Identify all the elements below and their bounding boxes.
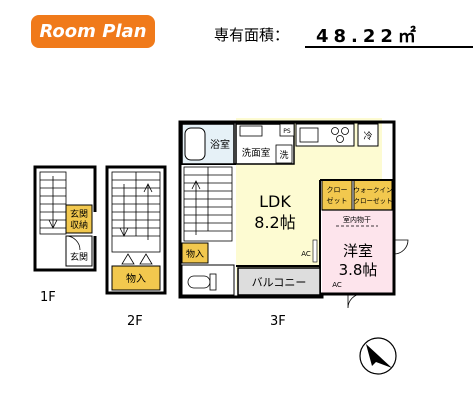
entrance-door-swing bbox=[65, 235, 81, 251]
floor-3f-plan: 浴室 洗面室 洗 PS 冷 LDK 8.2帖 AC クロー ゼット ウォークイン… bbox=[178, 118, 409, 309]
ldk-ac-label: AC bbox=[301, 250, 311, 258]
pipe-space-label: PS bbox=[283, 128, 291, 135]
north-compass-icon bbox=[359, 337, 397, 375]
toilet-tank-icon bbox=[209, 273, 217, 291]
floor-area-value: 48.22㎡ bbox=[316, 26, 421, 47]
floor-1f-plan: 玄関 収納 玄関 bbox=[33, 165, 97, 272]
bathtub-icon bbox=[184, 127, 206, 161]
walk-in-closet bbox=[353, 179, 393, 211]
floor-3f-label: 3F bbox=[270, 314, 286, 329]
ldk-size: 8.2帖 bbox=[254, 213, 295, 232]
storage-3f bbox=[181, 242, 209, 264]
closet-label-1: クロー bbox=[327, 186, 348, 194]
closet bbox=[321, 179, 353, 211]
indoor-drying-label: 室内物干 bbox=[343, 215, 371, 224]
pipe-space bbox=[279, 123, 295, 137]
kitchen-sink-icon bbox=[299, 127, 319, 143]
closet-label-2: ゼット bbox=[327, 196, 348, 205]
entrance-storage-label-1: 玄関 bbox=[70, 208, 88, 220]
floor-area-label: 専有面積： bbox=[214, 26, 290, 44]
floor-2f-plan: 物入 bbox=[105, 165, 167, 295]
window-swing bbox=[393, 239, 409, 255]
floor-2f-label: 2F bbox=[127, 314, 143, 329]
storage-2f bbox=[111, 265, 161, 291]
balcony bbox=[237, 267, 321, 296]
washroom-label: 洗面室 bbox=[242, 147, 271, 159]
walk-in-closet-label-2: クローゼット bbox=[354, 196, 393, 205]
ldk-label: LDK bbox=[259, 192, 291, 211]
western-ac-label: AC bbox=[332, 281, 342, 289]
refrigerator-space bbox=[357, 123, 379, 147]
wash-basin-icon bbox=[239, 125, 263, 137]
entrance-label: 玄関 bbox=[70, 251, 88, 263]
storage-3f-label: 物入 bbox=[186, 248, 204, 260]
stove-burner-icon bbox=[341, 127, 349, 135]
walk-in-closet-label-1: ウォークイン bbox=[354, 186, 393, 194]
stove-burner-icon bbox=[331, 127, 339, 135]
refrigerator-label: 冷 bbox=[363, 130, 372, 142]
storage-2f-label: 物入 bbox=[126, 272, 146, 285]
balcony-label: バルコニー bbox=[252, 276, 307, 289]
floor-area-underline bbox=[305, 46, 473, 48]
toilet-icon bbox=[187, 275, 211, 289]
western-room-label: 洋室 bbox=[343, 242, 373, 260]
room-plan-badge: Room Plan bbox=[31, 15, 155, 48]
bathroom-label: 浴室 bbox=[210, 138, 230, 151]
stove-burner-icon bbox=[336, 135, 344, 143]
entrance-storage bbox=[65, 204, 93, 234]
door-swing bbox=[347, 293, 363, 309]
floor-1f-label: 1F bbox=[40, 290, 56, 305]
ldk-ac-unit bbox=[312, 239, 318, 263]
western-room bbox=[322, 210, 394, 294]
western-room-size: 3.8帖 bbox=[339, 261, 378, 279]
washing-machine-space bbox=[275, 144, 293, 164]
washing-machine-label: 洗 bbox=[279, 149, 288, 161]
entrance bbox=[65, 235, 93, 267]
entrance-storage-label-2: 収納 bbox=[70, 219, 88, 231]
